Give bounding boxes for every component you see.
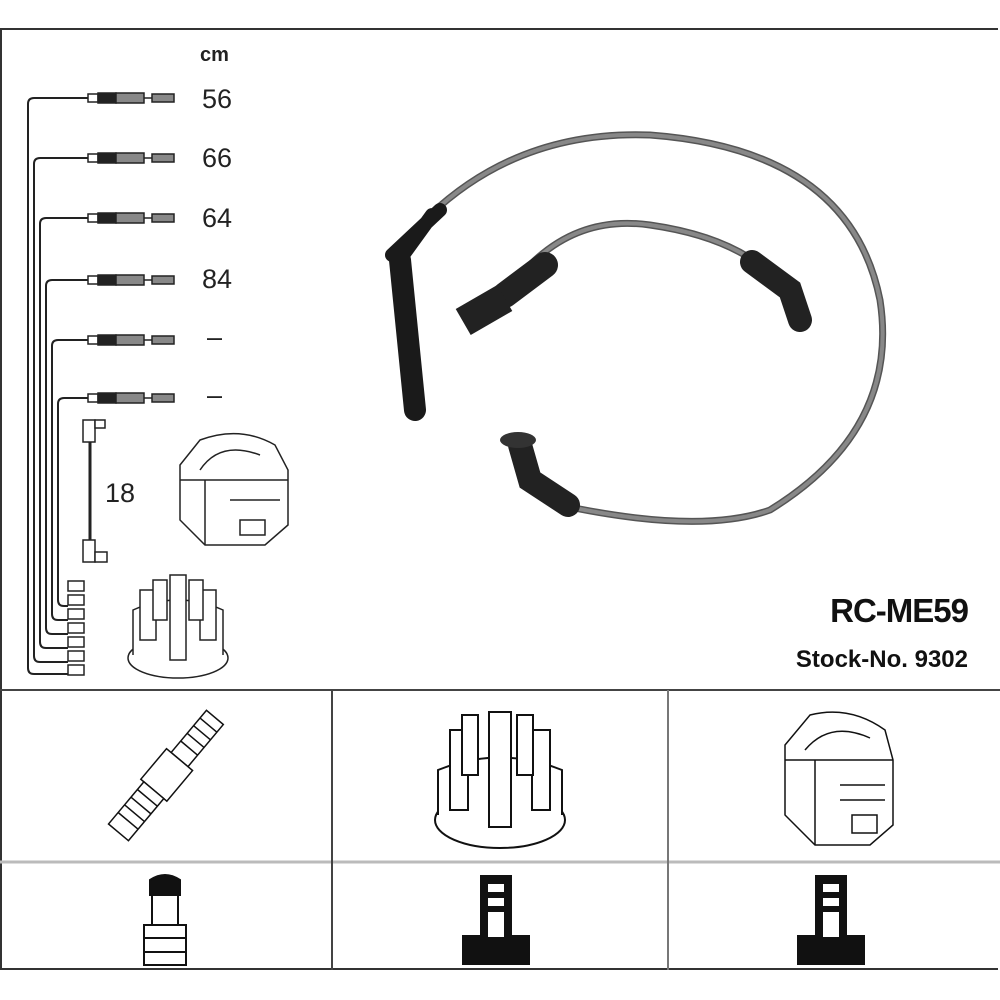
spark-plug-connector (87, 392, 175, 404)
wire-length-5: – (207, 322, 223, 352)
coil-icon-small (179, 432, 289, 546)
grid-lines (0, 689, 1000, 970)
wire-connectors (87, 92, 175, 404)
stock-number: Stock-No. 9302 (795, 646, 968, 673)
spark-plug-connector (87, 334, 175, 346)
coil-wire (82, 419, 108, 563)
diagram-frame (0, 28, 998, 970)
wire-length-2: 66 (202, 143, 233, 173)
spark-plug-connector (87, 92, 175, 104)
wire-set-schematic (27, 97, 88, 676)
wire-length-6: – (207, 380, 223, 410)
wire-length-1: 56 (202, 84, 233, 114)
coil-wire-length: 18 (105, 478, 136, 508)
spark-plug-terminal-icon (143, 874, 187, 966)
wire-length-4: 84 (202, 264, 233, 294)
spark-plug-icon (107, 709, 225, 842)
ignition-coil-icon (784, 711, 894, 846)
distributor-terminal-icon (462, 875, 530, 965)
distributor-cap-small (127, 574, 229, 679)
spark-plug-connector (87, 212, 175, 224)
distributor-cap-icon (434, 711, 566, 849)
unit-label: cm (200, 44, 229, 66)
spark-plug-connector (87, 274, 175, 286)
spark-plug-connector (87, 152, 175, 164)
ignition-cable-photo (385, 131, 887, 525)
product-code: RC-ME59 (830, 592, 969, 629)
distributor-end-terminals (67, 580, 85, 676)
wire-length-3: 64 (202, 203, 233, 233)
coil-terminal-icon (797, 875, 865, 965)
